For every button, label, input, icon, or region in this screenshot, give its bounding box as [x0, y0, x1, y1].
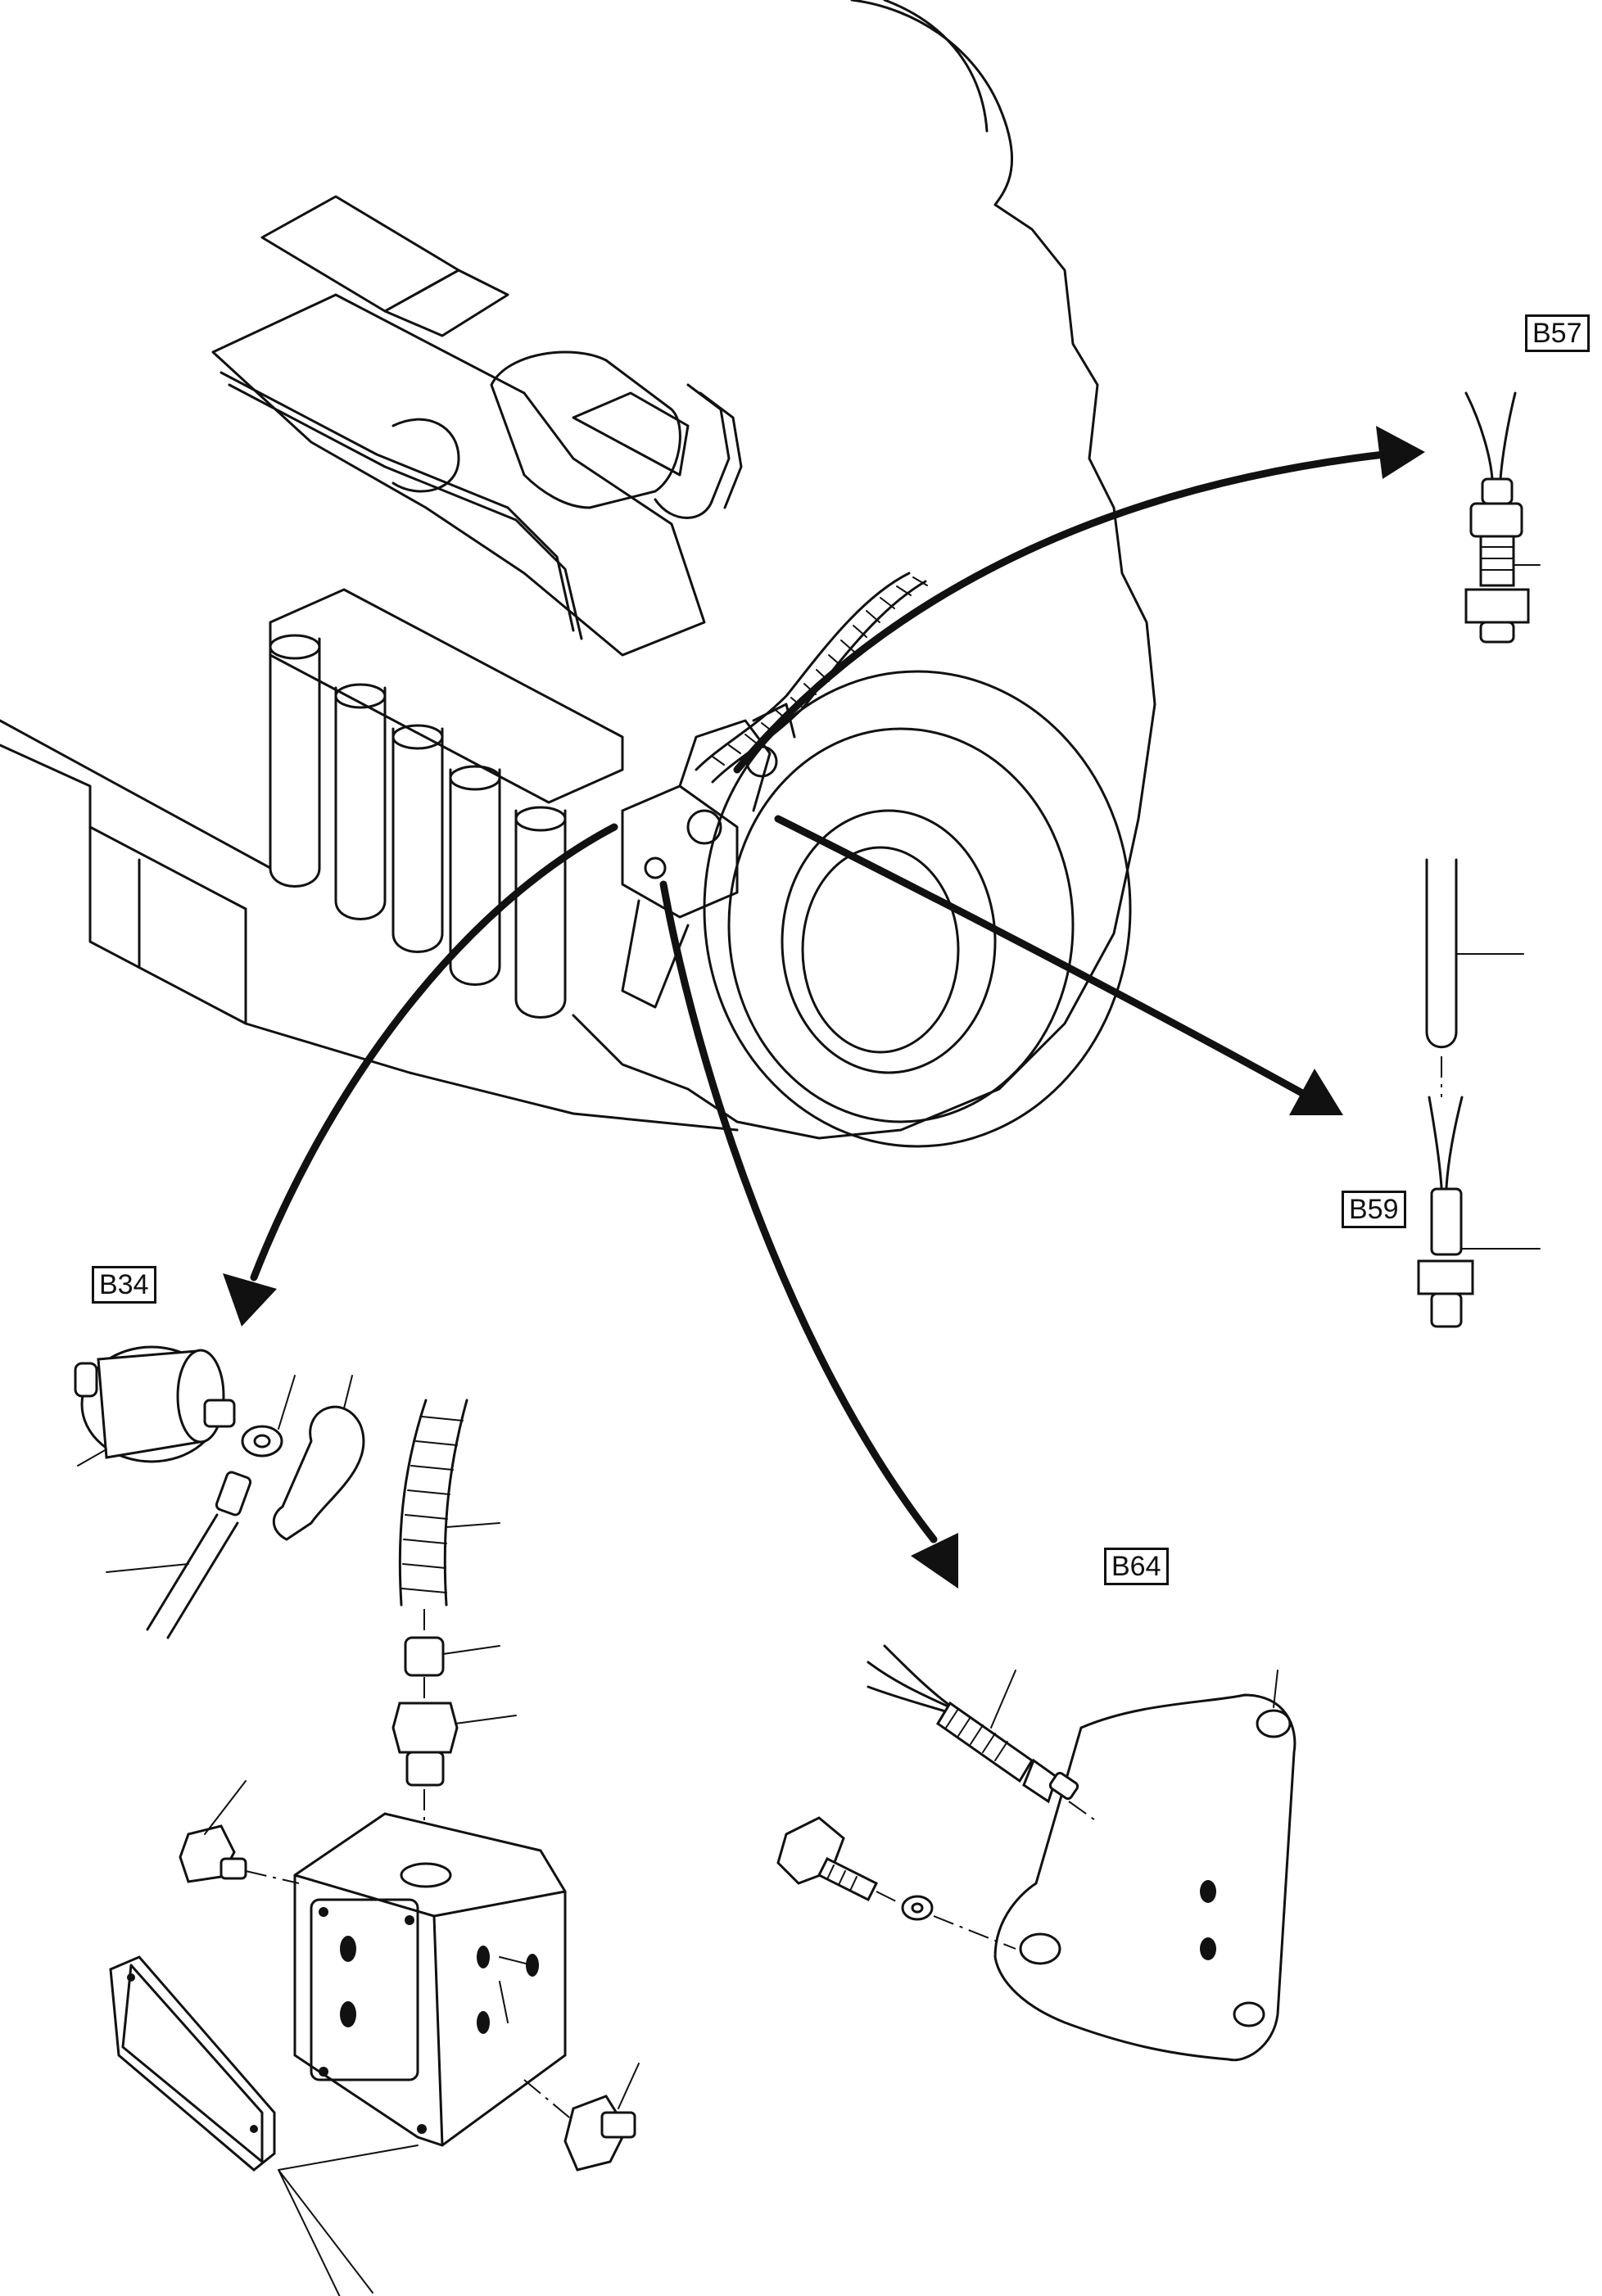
- sensor-b64-assembly: [776, 1644, 1297, 2062]
- callout-arrows: [223, 426, 1425, 1589]
- sensor-b57: [1464, 391, 1541, 644]
- label-b34: B34: [92, 1266, 156, 1304]
- label-b59: B59: [1342, 1191, 1406, 1228]
- engine-assembly: [0, 0, 1156, 1148]
- sensor-b59: [1417, 858, 1541, 1328]
- sender-b34: [74, 1345, 365, 1639]
- label-b64: B64: [1104, 1548, 1169, 1585]
- label-b57: B57: [1525, 314, 1590, 352]
- junction-box-assembly: [109, 1399, 640, 2296]
